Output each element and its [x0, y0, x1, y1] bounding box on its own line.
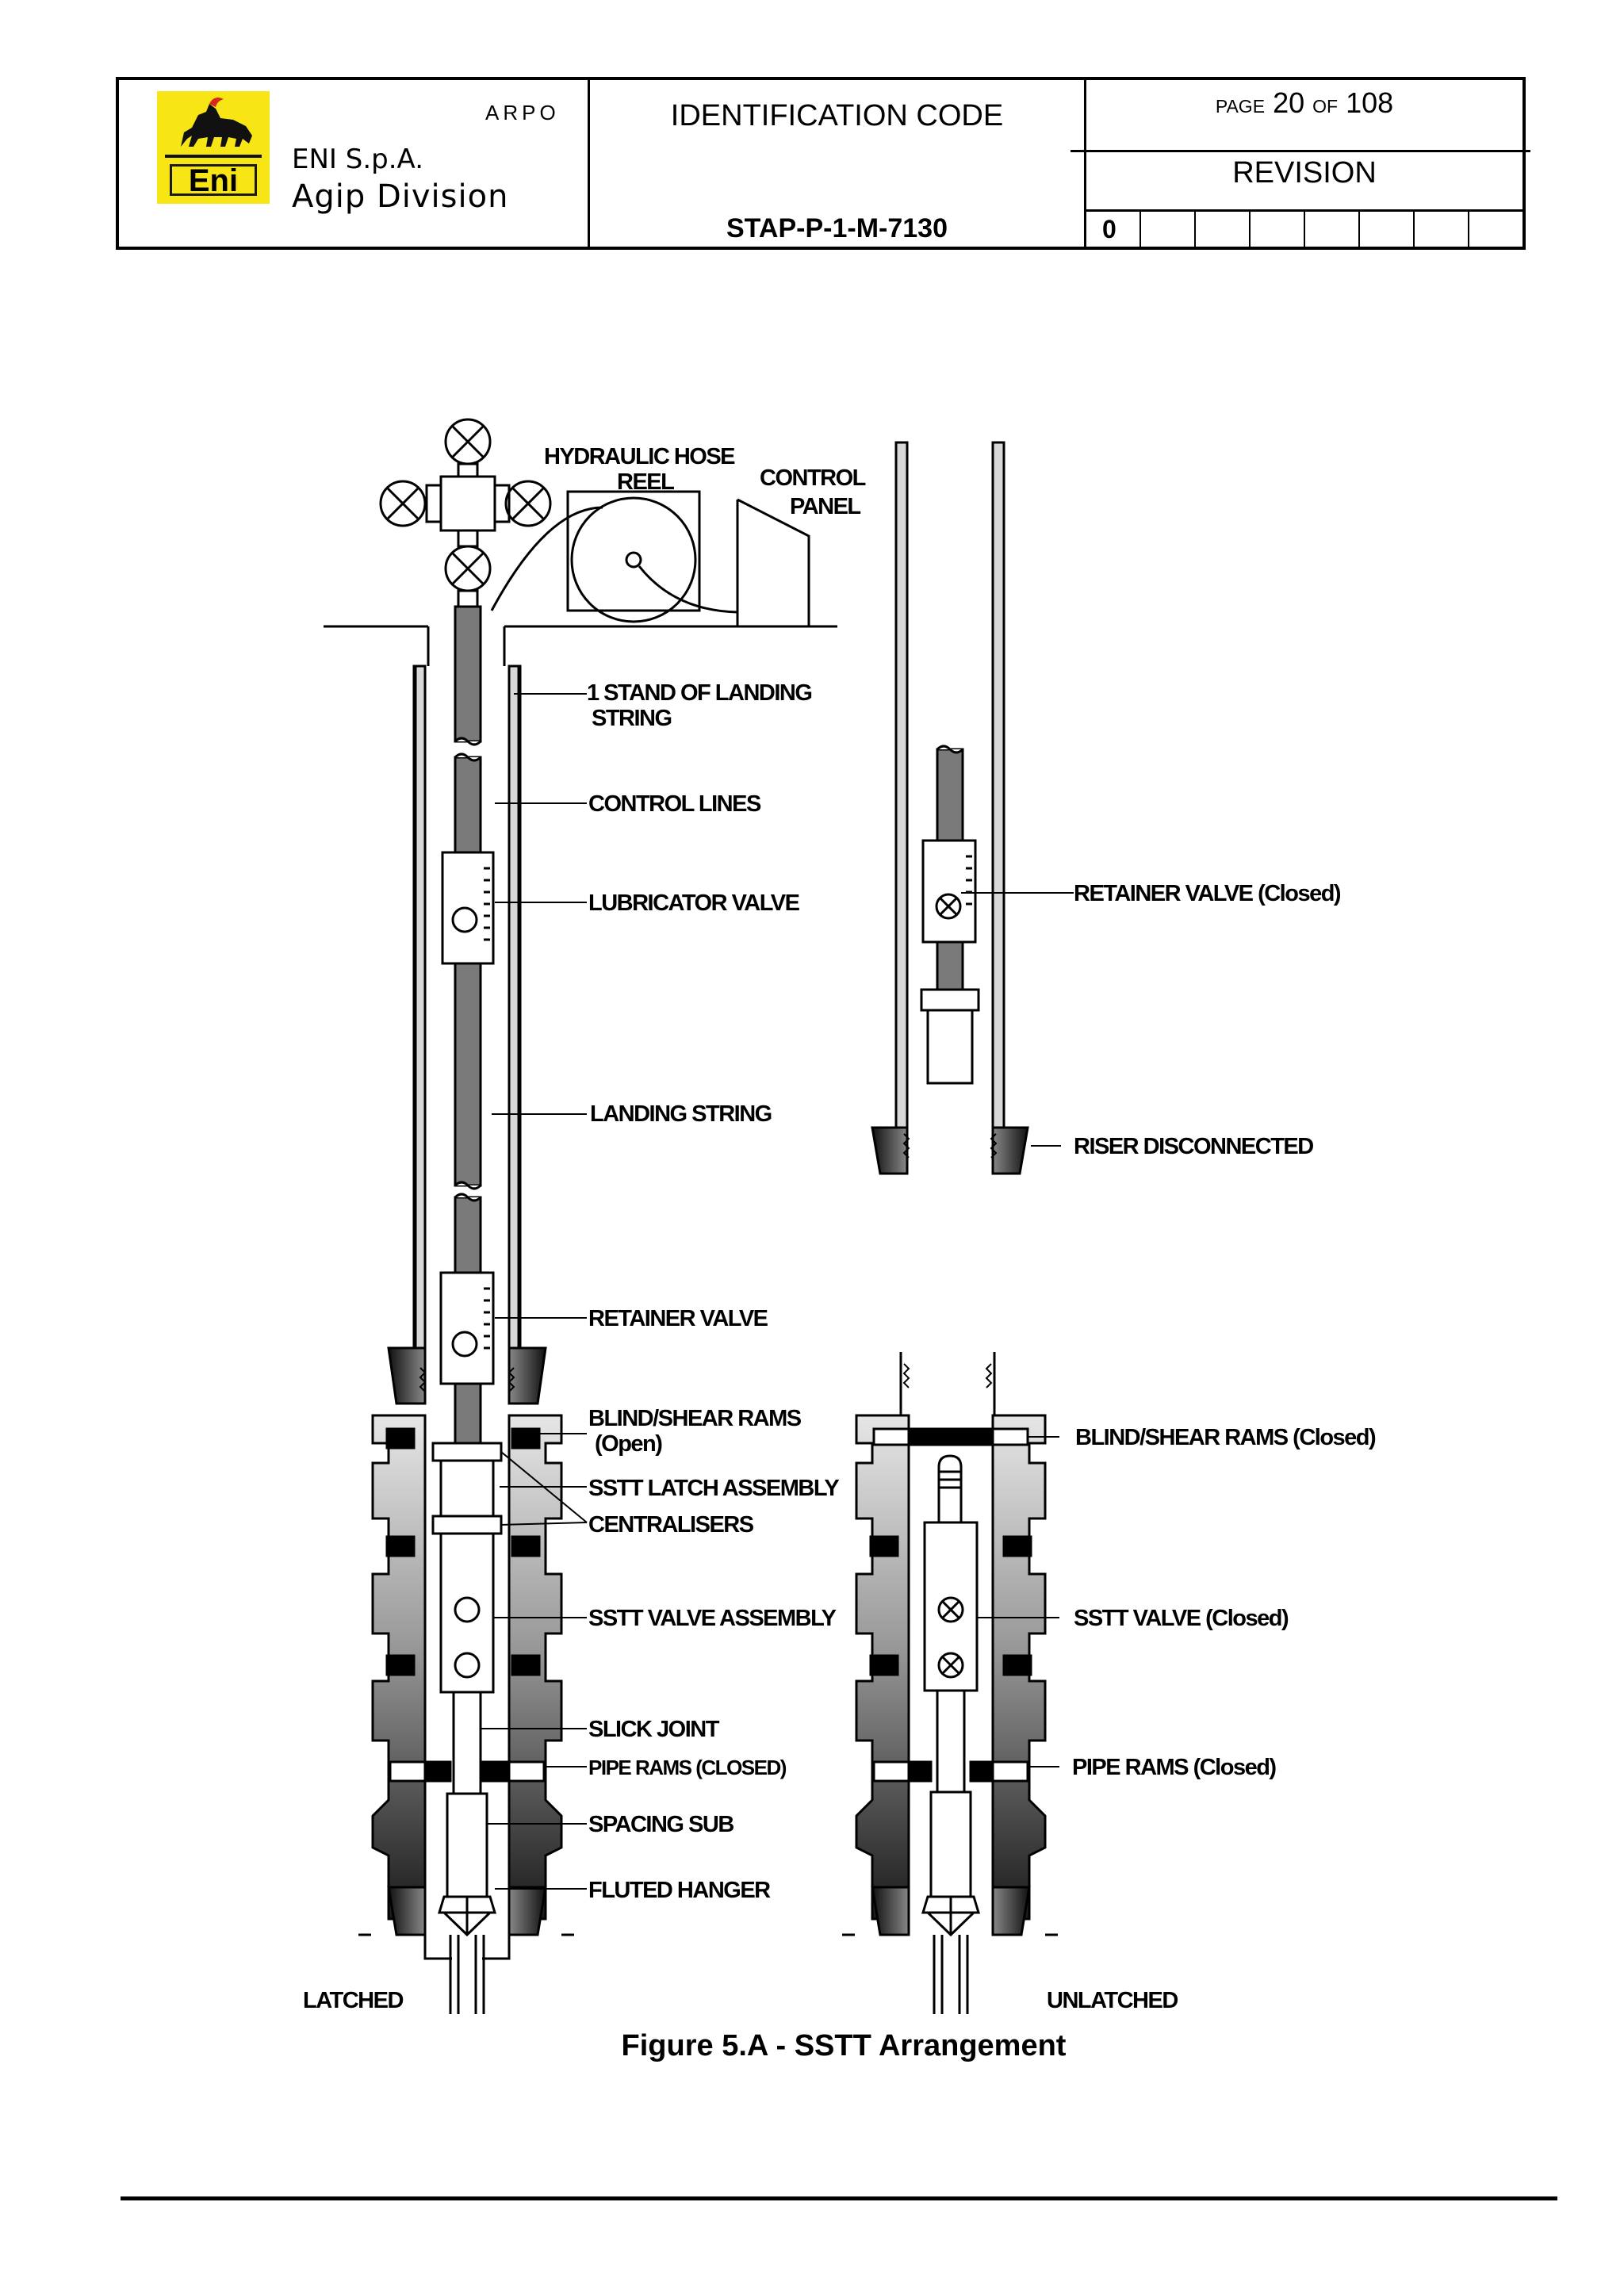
arpo-label: ARPO: [485, 101, 560, 124]
footer-rule: [121, 2196, 1557, 2200]
page-total: 108: [1346, 86, 1394, 119]
six-legged-dog-icon: [165, 98, 262, 158]
page-indicator: PAGE 20 OF 108: [1086, 86, 1522, 120]
revision-cell: [1305, 212, 1360, 247]
revision-grid: 0: [1086, 209, 1522, 247]
label-landing-string: LANDING STRING: [590, 1101, 772, 1127]
identification-code-label: IDENTIFICATION CODE: [670, 99, 1004, 132]
page-number: 20: [1273, 86, 1305, 119]
logo-text: Eni: [170, 164, 257, 197]
label-stand-of-landing-string: STRING: [592, 706, 672, 731]
figure-caption: Figure 5.A - SSTT Arrangement: [622, 2029, 1067, 2062]
latched-assembly: [324, 418, 837, 2014]
label-control-panel: PANEL: [790, 494, 860, 519]
label-unlatched: UNLATCHED: [1047, 1988, 1178, 2013]
leader-lines-right-bottom: [977, 1436, 1059, 1767]
leader-lines-left: [481, 693, 588, 1890]
eni-logo: Eni: [157, 91, 270, 204]
division-name: Agip Division: [292, 178, 509, 215]
revision-cell: [1196, 212, 1251, 247]
revision-cell: [1415, 212, 1469, 247]
unlatched-assembly: [842, 1352, 1058, 2014]
identification-code: STAP-P-1-M-7130: [726, 213, 948, 243]
label-control-panel: CONTROL: [760, 465, 866, 491]
label-hydraulic-hose-reel: REEL: [617, 469, 674, 495]
label-control-lines: CONTROL LINES: [588, 791, 761, 817]
label-stand-of-landing-string: 1 STAND OF LANDING: [587, 680, 811, 706]
revision-cell: [1360, 212, 1415, 247]
label-pipe-rams-closed: PIPE RAMS (Closed): [1072, 1755, 1276, 1780]
label-blind-shear-rams-state: (Open): [595, 1431, 662, 1457]
label-hydraulic-hose-reel: HYDRAULIC HOSE: [544, 444, 735, 469]
revision-cell: [1141, 212, 1196, 247]
revision-cell: [1251, 212, 1305, 247]
page-word: PAGE: [1215, 96, 1266, 117]
label-blind-shear-rams: BLIND/SHEAR RAMS: [588, 1406, 802, 1431]
label-retainer-valve: RETAINER VALVE: [588, 1306, 768, 1331]
label-fluted-hanger: FLUTED HANGER: [588, 1878, 771, 1903]
riser-disconnected-view: [871, 441, 1029, 1175]
header-company-cell: Eni ARPO ENI S.p.A. Agip Division: [119, 80, 590, 247]
divider: [1071, 150, 1530, 152]
revision-label: REVISION: [1232, 156, 1377, 190]
label-sstt-latch-assembly: SSTT LATCH ASSEMBLY: [588, 1476, 839, 1501]
label-lubricator-valve: LUBRICATOR VALVE: [588, 890, 800, 916]
company-name: ENI S.p.A.: [292, 144, 423, 175]
revision-value: 0: [1086, 212, 1141, 247]
label-spacing-sub: SPACING SUB: [588, 1812, 733, 1837]
of-word: OF: [1312, 96, 1339, 117]
label-sstt-valve-closed: SSTT VALVE (Closed): [1074, 1606, 1289, 1631]
header-page-cell: PAGE 20 OF 108 REVISION 0: [1071, 80, 1530, 247]
label-blind-shear-rams-closed: BLIND/SHEAR RAMS (Closed): [1075, 1425, 1376, 1450]
leader-lines-right-top: [961, 892, 1074, 1147]
label-pipe-rams: PIPE RAMS (CLOSED): [588, 1756, 787, 1779]
label-slick-joint: SLICK JOINT: [588, 1717, 720, 1742]
label-sstt-valve-assembly: SSTT VALVE ASSEMBLY: [588, 1606, 837, 1631]
label-centralisers: CENTRALISERS: [588, 1512, 754, 1538]
label-latched: LATCHED: [303, 1988, 403, 2013]
header-id-cell: IDENTIFICATION CODE STAP-P-1-M-7130: [590, 80, 1086, 247]
label-riser-disconnected: RISER DISCONNECTED: [1074, 1134, 1313, 1159]
header-table: Eni ARPO ENI S.p.A. Agip Division IDENTI…: [116, 77, 1530, 250]
label-retainer-valve-closed: RETAINER VALVE (Closed): [1074, 881, 1341, 906]
